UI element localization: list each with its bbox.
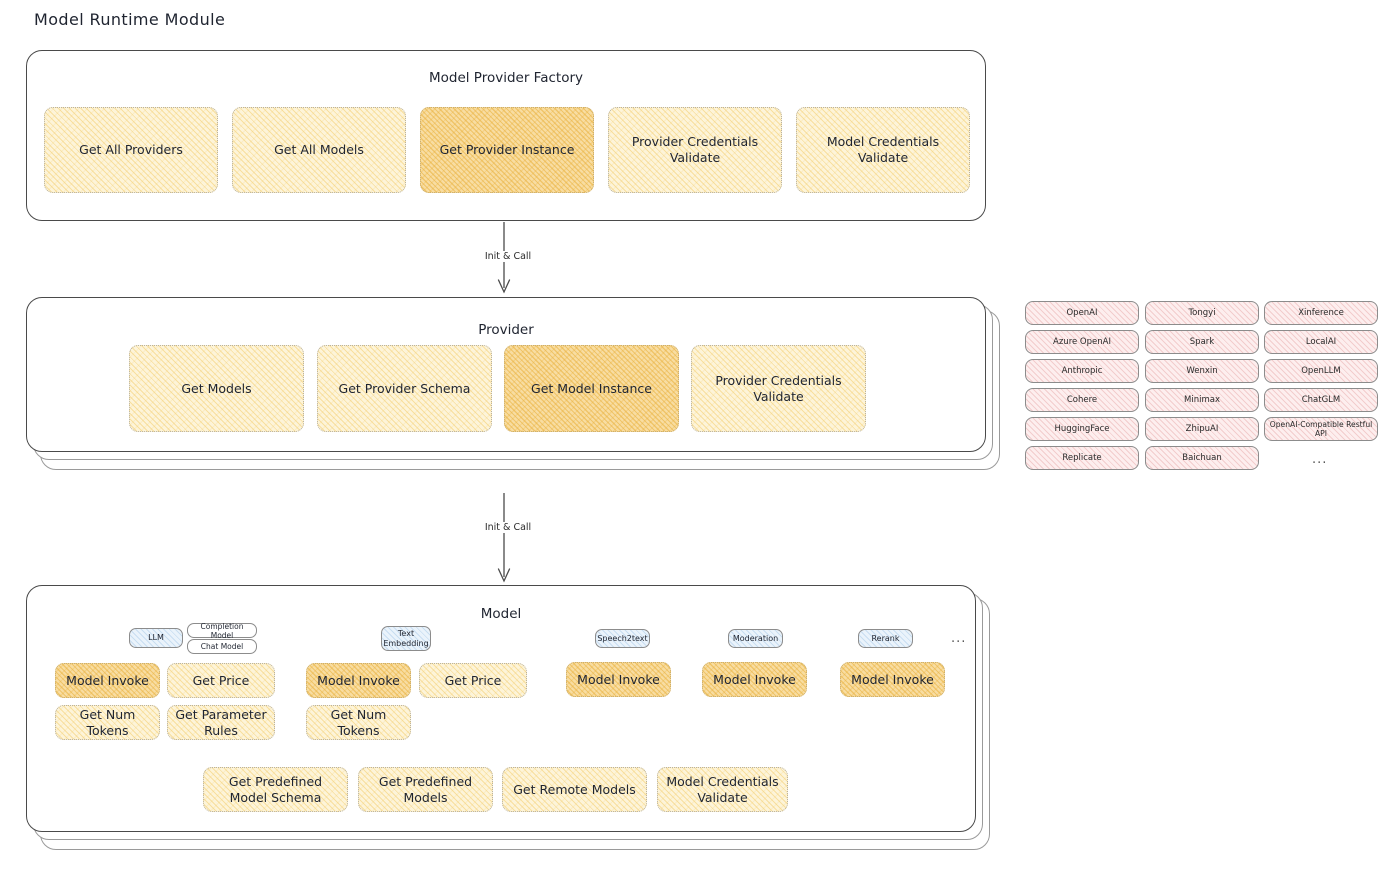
provider-chip-huggingface[interactable]: HuggingFace: [1025, 417, 1139, 441]
factory-box-get-all-providers[interactable]: Get All Providers: [44, 107, 218, 193]
provider-chip-wenxin[interactable]: Wenxin: [1145, 359, 1259, 383]
factory-box-provider-credentials-validate[interactable]: Provider Credentials Validate: [608, 107, 782, 193]
model-type-pill-moderation[interactable]: Moderation: [728, 629, 783, 648]
provider-box-get-model-instance[interactable]: Get Model Instance: [504, 345, 679, 432]
panel-title-provider: Provider: [478, 322, 534, 338]
provider-chip-cohere[interactable]: Cohere: [1025, 388, 1139, 412]
panel-title-factory: Model Provider Factory: [428, 70, 583, 86]
model-type-pill-speech2text[interactable]: Speech2text: [595, 629, 650, 648]
provider-chip-xinference[interactable]: Xinference: [1264, 301, 1378, 325]
model-shared-model-credentials-validate[interactable]: Model Credentials Validate: [657, 767, 788, 812]
text-embedding-method-get-price[interactable]: Get Price: [419, 663, 527, 698]
model-shared-get-predefined-model-schema[interactable]: Get Predefined Model Schema: [203, 767, 348, 812]
provider-chip-openai-compatible-restful-api[interactable]: OpenAI-Compatible Restful API: [1264, 417, 1378, 441]
provider-chip-openai[interactable]: OpenAI: [1025, 301, 1139, 325]
arrow-provider-to-model: [497, 493, 511, 583]
provider-chip-chatglm[interactable]: ChatGLM: [1264, 388, 1378, 412]
provider-box-provider-credentials-validate[interactable]: Provider Credentials Validate: [691, 345, 866, 432]
moderation-method-model-invoke[interactable]: Model Invoke: [702, 662, 807, 697]
provider-chip-spark[interactable]: Spark: [1145, 330, 1259, 354]
text-embedding-method-get-num-tokens[interactable]: Get Num Tokens: [306, 705, 411, 740]
model-type-pill-rerank[interactable]: Rerank: [858, 629, 913, 648]
provider-box-get-provider-schema[interactable]: Get Provider Schema: [317, 345, 492, 432]
provider-chip-zhipuai[interactable]: ZhipuAI: [1145, 417, 1259, 441]
text-embedding-method-model-invoke[interactable]: Model Invoke: [306, 663, 411, 698]
provider-box-get-models[interactable]: Get Models: [129, 345, 304, 432]
model-type-pill-text-embedding[interactable]: Text Embedding: [381, 626, 431, 651]
llm-method-get-num-tokens[interactable]: Get Num Tokens: [55, 705, 160, 740]
model-subtype-completion-model[interactable]: Completion Model: [187, 622, 257, 640]
provider-list-ellipsis: ...: [1312, 452, 1328, 467]
model-types-ellipsis: ...: [951, 631, 967, 646]
provider-chip-localai[interactable]: LocalAI: [1264, 330, 1378, 354]
model-shared-get-remote-models[interactable]: Get Remote Models: [502, 767, 647, 812]
factory-box-model-credentials-validate[interactable]: Model Credentials Validate: [796, 107, 970, 193]
model-subtype-chat-model[interactable]: Chat Model: [187, 639, 257, 654]
panel-title-model: Model: [480, 606, 522, 622]
provider-chip-openllm[interactable]: OpenLLM: [1264, 359, 1378, 383]
model-shared-get-predefined-models[interactable]: Get Predefined Models: [358, 767, 493, 812]
provider-chip-baichuan[interactable]: Baichuan: [1145, 446, 1259, 470]
provider-chip-azure-openai[interactable]: Azure OpenAI: [1025, 330, 1139, 354]
provider-chip-minimax[interactable]: Minimax: [1145, 388, 1259, 412]
page-title: Model Runtime Module: [34, 10, 226, 29]
arrow-label-init-call-1: Init & Call: [464, 251, 552, 262]
provider-chip-anthropic[interactable]: Anthropic: [1025, 359, 1139, 383]
speech2text-method-model-invoke[interactable]: Model Invoke: [566, 662, 671, 697]
factory-box-get-provider-instance[interactable]: Get Provider Instance: [420, 107, 594, 193]
provider-chip-replicate[interactable]: Replicate: [1025, 446, 1139, 470]
arrow-label-init-call-2: Init & Call: [464, 522, 552, 533]
factory-box-get-all-models[interactable]: Get All Models: [232, 107, 406, 193]
llm-method-get-price[interactable]: Get Price: [167, 663, 275, 698]
llm-method-model-invoke[interactable]: Model Invoke: [55, 663, 160, 698]
llm-method-get-parameter-rules[interactable]: Get Parameter Rules: [167, 705, 275, 740]
model-type-pill-llm[interactable]: LLM: [129, 628, 183, 648]
rerank-method-model-invoke[interactable]: Model Invoke: [840, 662, 945, 697]
provider-chip-tongyi[interactable]: Tongyi: [1145, 301, 1259, 325]
